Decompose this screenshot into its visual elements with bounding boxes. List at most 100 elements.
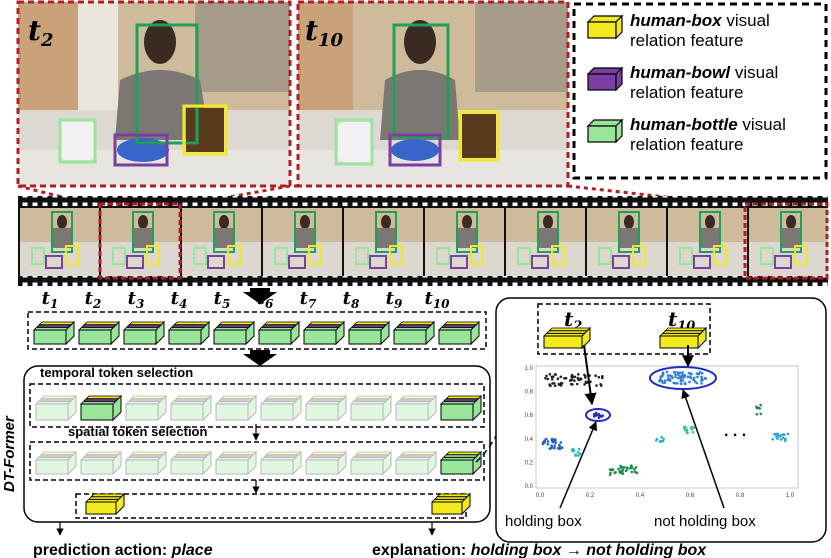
frame-label-t2: t2 bbox=[28, 14, 53, 51]
token-cube bbox=[440, 394, 482, 422]
scatter-point bbox=[771, 438, 774, 441]
token-cube bbox=[123, 320, 165, 346]
dt-former-panel: DT-Former temporal token selection spati… bbox=[1, 365, 491, 536]
film-frame bbox=[344, 208, 423, 276]
time-label: t5 bbox=[214, 288, 231, 311]
token-cube bbox=[431, 492, 471, 516]
scatter-point bbox=[677, 376, 680, 380]
time-label: t7 bbox=[300, 288, 317, 311]
cube-icon bbox=[586, 66, 624, 92]
film-frame bbox=[263, 208, 342, 276]
y-tick-label: 0.6 bbox=[525, 413, 534, 419]
scatter-point bbox=[663, 379, 667, 383]
scatter-point bbox=[578, 378, 582, 381]
scatter-point bbox=[755, 406, 759, 410]
legend-bold: human-box bbox=[630, 11, 723, 30]
token-cube bbox=[125, 394, 167, 422]
down-arrow-icon bbox=[243, 350, 277, 366]
scatter-point bbox=[551, 382, 554, 385]
time-label: t10 bbox=[424, 288, 450, 311]
scatter-point bbox=[773, 433, 776, 436]
token-cube bbox=[350, 394, 392, 422]
scatter-point bbox=[660, 435, 663, 439]
x-tick-label: 1.0 bbox=[786, 493, 795, 499]
scatter-point bbox=[594, 374, 597, 378]
token-cube bbox=[170, 394, 212, 422]
scatter-point bbox=[690, 426, 693, 430]
token-cube bbox=[85, 492, 125, 516]
scatter-point bbox=[674, 375, 677, 379]
scatter-point bbox=[546, 440, 550, 443]
time-label: t2 bbox=[85, 288, 102, 311]
scatter-point bbox=[576, 451, 580, 454]
scatter-point bbox=[681, 376, 685, 379]
y-tick-label: 0.2 bbox=[525, 460, 534, 466]
scatter-point bbox=[758, 407, 762, 410]
legend-label: human-bottle visual bbox=[630, 115, 786, 134]
y-tick-label: 1.0 bbox=[525, 366, 534, 372]
scatter-point bbox=[597, 416, 601, 420]
scatter-point bbox=[577, 373, 580, 376]
scatter-point bbox=[554, 441, 557, 445]
scatter-point bbox=[577, 454, 580, 457]
legend-label: human-bowl visual bbox=[630, 63, 778, 82]
legend-bold: human-bottle bbox=[630, 115, 738, 134]
scatter-point bbox=[689, 375, 692, 379]
token-cube bbox=[348, 320, 390, 346]
cube-icon bbox=[586, 118, 624, 144]
scatter-point bbox=[553, 446, 556, 450]
scatter-point bbox=[659, 440, 662, 443]
scatter-point bbox=[678, 371, 682, 375]
scatter-point bbox=[559, 381, 563, 385]
scatter-point bbox=[570, 378, 574, 381]
token-cube bbox=[215, 394, 257, 422]
scatter-point bbox=[617, 467, 620, 471]
scatter-point bbox=[630, 464, 633, 468]
scatter-point bbox=[670, 375, 674, 378]
token-cube bbox=[80, 394, 122, 422]
scatter-point bbox=[601, 376, 604, 380]
prediction-text: prediction action: place bbox=[33, 542, 213, 558]
scatter-point bbox=[659, 377, 662, 381]
scatter-point bbox=[556, 377, 560, 381]
scatter-point bbox=[692, 426, 696, 429]
scatter-point bbox=[563, 377, 566, 380]
scatter-point bbox=[571, 450, 575, 453]
tsne-label-t2: t2 bbox=[564, 307, 582, 334]
scatter-point bbox=[700, 382, 703, 385]
scatter-point bbox=[583, 383, 586, 386]
temporal-selection-label: temporal token selection bbox=[40, 365, 193, 380]
scatter-point bbox=[683, 428, 687, 432]
holding-box-label: holding box bbox=[505, 513, 582, 530]
token-cube bbox=[303, 320, 345, 346]
scatter-point bbox=[691, 430, 695, 434]
scatter-point bbox=[592, 413, 596, 416]
scatter-point bbox=[548, 373, 552, 376]
token-cube bbox=[305, 450, 347, 476]
scatter-point bbox=[681, 373, 684, 377]
y-tick-label: 0.4 bbox=[525, 437, 534, 443]
scatter-point bbox=[775, 435, 778, 439]
scatter-point bbox=[608, 473, 612, 477]
scatter-point bbox=[553, 384, 557, 388]
token-cube bbox=[393, 320, 435, 346]
scatter-point bbox=[597, 375, 601, 379]
scatter-point bbox=[703, 376, 707, 380]
scatter-point bbox=[660, 379, 664, 383]
token-cube bbox=[543, 326, 591, 350]
scatter-point bbox=[674, 373, 677, 377]
down-arrow-icon bbox=[243, 288, 277, 304]
film-strip bbox=[18, 196, 829, 286]
scatter-point bbox=[690, 372, 693, 376]
token-cube bbox=[35, 450, 77, 476]
scatter-point bbox=[550, 444, 553, 448]
detail-frame-t2: t2 bbox=[16, 0, 292, 188]
scatter-point bbox=[611, 468, 614, 471]
scatter-point bbox=[548, 447, 552, 451]
scatter-point bbox=[778, 435, 781, 438]
scatter-point bbox=[759, 412, 763, 416]
scatter-point bbox=[560, 446, 564, 450]
